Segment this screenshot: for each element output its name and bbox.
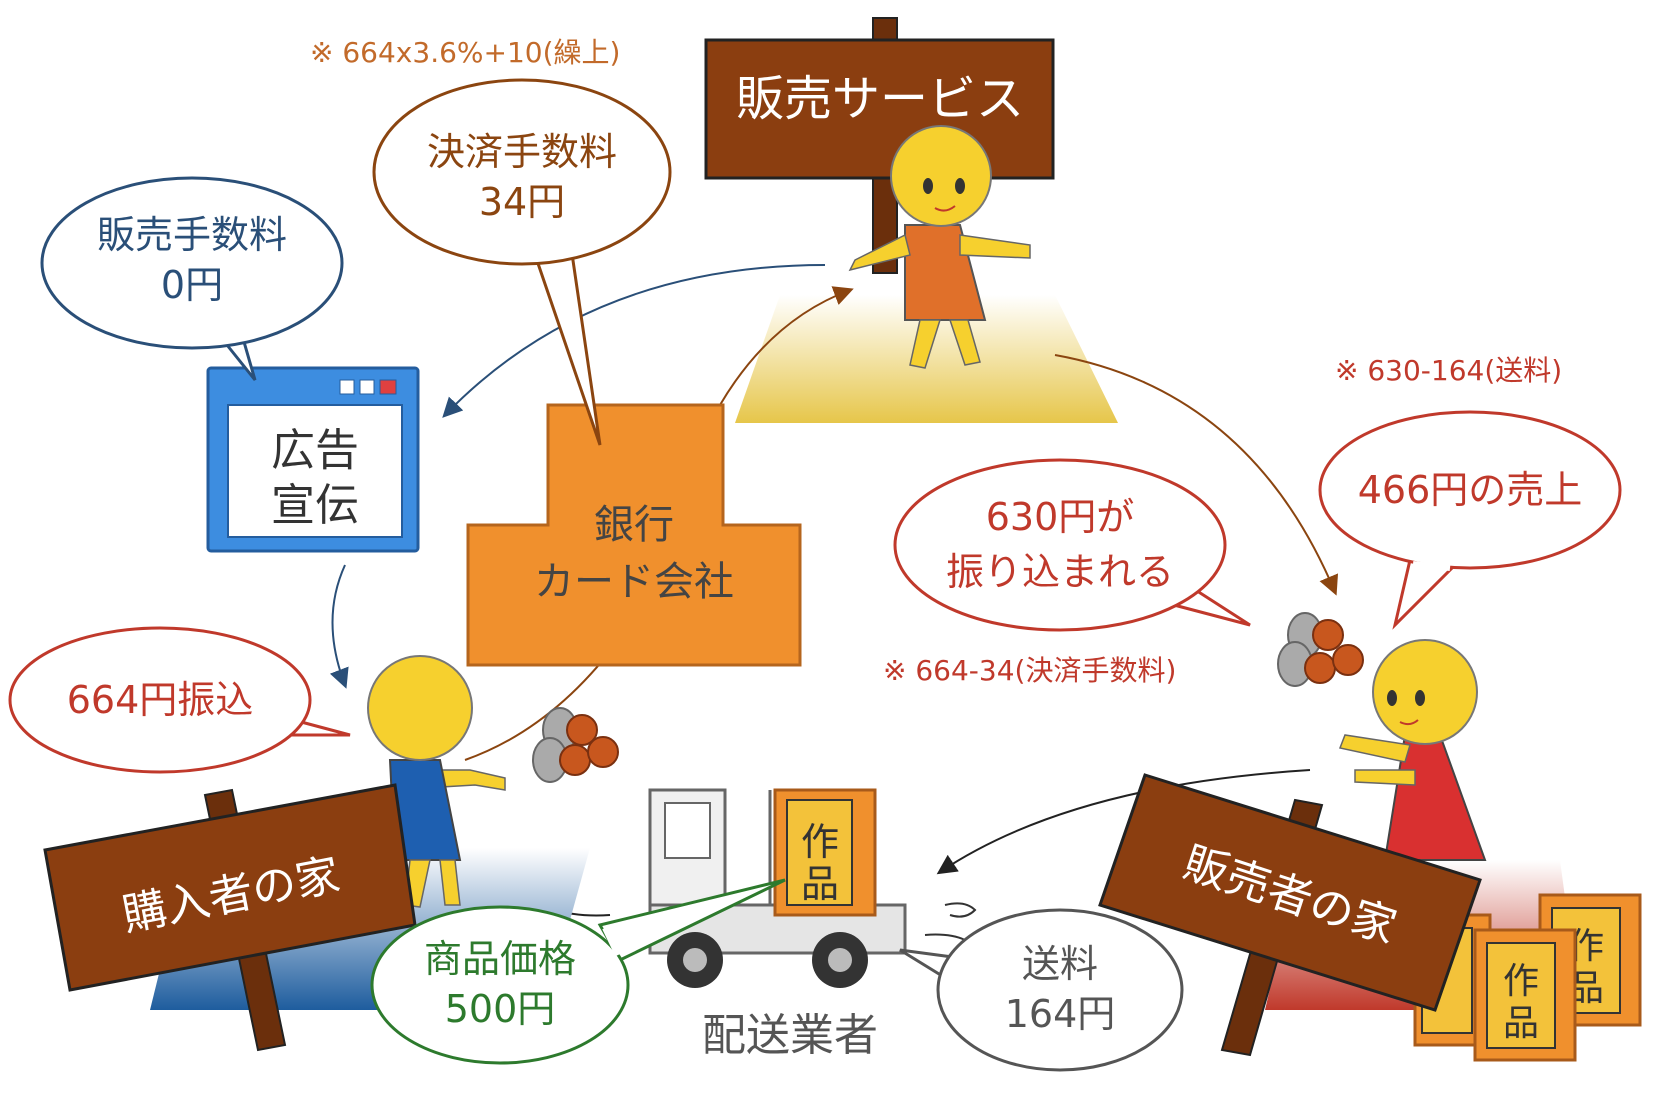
product-price-line2: 500円 [445,987,556,1031]
arrow-service-to-ad [442,264,826,418]
ad-label-line1: 広告 [271,425,359,476]
bubble-revenue: 466円の売上 [1318,410,1622,630]
sales-fee-line2: 0円 [161,263,223,307]
bubble-payment-fee: 決済手数料 34円 [372,78,672,446]
sales-fee-line1: 販売手数料 [97,213,287,257]
bubble-paid-out: 630円が 振り込まれる [893,458,1251,632]
bubble-sales-fee: 販売手数料 0円 [40,176,344,381]
bubble-product-price: 商品価格 500円 [370,878,786,1065]
service-person-icon [848,125,1031,369]
ad-window-icon: 広告 宣伝 [206,366,420,553]
note-payout-formula: ※ 664-34(決済手数料) [883,654,1176,687]
box-stack-b-top: 作 [1503,961,1539,1002]
coins-icon [532,707,619,783]
note-revenue-formula: ※ 630-164(送料) [1335,354,1562,387]
buyer-signpost: 購入者の家 [43,783,417,1052]
payment-fee-line2: 34円 [479,180,565,224]
book-box-stack-icon: 作 品 作 品 [1413,893,1642,1062]
ad-label-line2: 宣伝 [271,480,359,531]
product-price-line1: 商品価格 [424,937,576,981]
arrow-seller-to-truck [936,769,1311,875]
payment-fee-line1: 決済手数料 [427,130,617,174]
seller-person-icon [1338,639,1487,861]
bubble-shipping: 送料 164円 [899,908,1184,1072]
arrow-ad-to-buyer [329,564,349,689]
revenue-line1: 466円の売上 [1358,468,1583,512]
coins-icon-seller [1277,612,1364,687]
shipping-line1: 送料 [1022,942,1098,986]
truck-icon [648,788,977,988]
bank-label-line1: 銀行 [594,502,674,548]
bank-label-line2: カード会社 [534,559,734,605]
arrow-service-to-seller [1054,354,1339,596]
truck-label: 配送業者 [702,1010,878,1061]
box-stack-b-bottom: 品 [1503,1003,1539,1044]
arrow-bank-to-service [719,286,854,406]
bank-building: 銀行 カード会社 [466,403,802,667]
paid-out-line2: 振り込まれる [946,550,1174,594]
shipping-line2: 164円 [1005,992,1116,1036]
note-fee-formula: ※ 664x3.6%+10(繰上) [310,36,620,69]
bubble-transfer-in: 664円振込 [8,626,351,774]
service-signpost: 販売サービス [704,17,1055,274]
seller-signpost: 販売者の家 [1098,773,1482,1057]
paid-out-line1: 630円が [986,495,1135,539]
service-sign-label: 販売サービス [736,71,1024,127]
transfer-in-line1: 664円振込 [67,678,254,722]
box-label-top: 作 [801,820,839,864]
book-box-icon: 作 品 [773,788,877,917]
buyer-person-icon [367,655,506,908]
box-label-bottom: 品 [801,862,839,906]
